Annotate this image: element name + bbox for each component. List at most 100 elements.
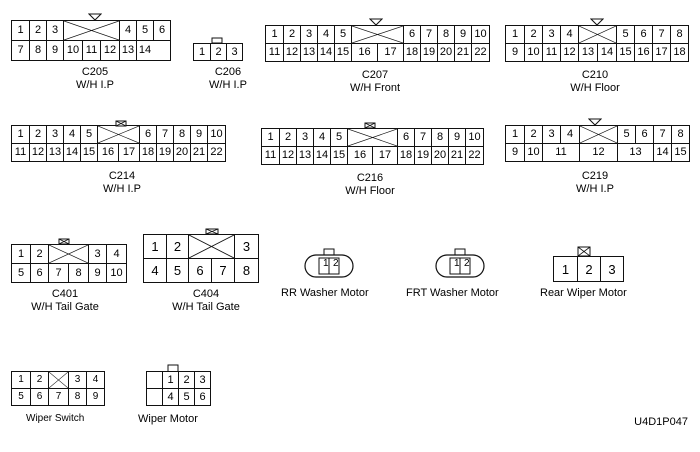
pin-17: 17 [372, 147, 397, 164]
pin-10: 10 [63, 41, 82, 60]
latch-tab [211, 37, 223, 44]
pin-20: 20 [437, 44, 454, 61]
c214-label: C214 W/H I.P [67, 170, 177, 196]
pin-14: 14 [317, 44, 334, 61]
blank-pin-cross [63, 21, 119, 40]
pin-9: 9 [86, 389, 104, 405]
pin-2: 2 [29, 126, 46, 143]
pin-3: 3 [600, 257, 623, 281]
connector-c401: 1 2 3 4 5 6 7 8 9 10 [11, 244, 127, 283]
pin-11: 11 [542, 44, 560, 61]
pin-7: 7 [17, 44, 24, 56]
pin-15: 15 [671, 144, 689, 161]
rear-wiper-motor-label: Rear Wiper Motor [540, 287, 627, 299]
connector-code: C206 [214, 66, 242, 78]
pin-9: 9 [454, 26, 471, 43]
pin-1: 1 [267, 131, 274, 143]
pin-4: 4 [560, 26, 578, 43]
rear-wiper-motor-connector: 1 2 3 [553, 256, 624, 282]
pin-17: 17 [118, 144, 139, 161]
latch-tab [167, 364, 179, 372]
pin-6: 6 [634, 26, 652, 43]
pin-2: 2 [166, 235, 188, 258]
pin-10: 10 [106, 264, 126, 282]
pin-9: 9 [448, 129, 465, 146]
pin-6: 6 [153, 21, 170, 40]
connector-c205: 1 2 3 4 5 6 7 8 9 10 11 12 13 14 [11, 20, 171, 61]
wiper-switch-label: Wiper Switch [26, 413, 85, 424]
pin-4: 4 [317, 26, 334, 43]
pin-19: 19 [420, 44, 437, 61]
pin-6: 6 [403, 26, 420, 43]
c219-label: C219 W/H I.P [540, 170, 650, 196]
connector-c214: 1 2 3 4 5 6 7 8 9 10 11 12 13 14 15 16 1… [11, 125, 226, 162]
pin-11: 11 [264, 149, 277, 161]
pin-8: 8 [437, 26, 454, 43]
pin-7: 7 [652, 26, 670, 43]
pin-5: 5 [17, 266, 25, 279]
pin-15: 15 [330, 147, 347, 164]
connector-code: C207 [361, 69, 389, 81]
harness-location: W/H Front [349, 82, 401, 94]
pin-16: 16 [634, 44, 652, 61]
pin-8: 8 [68, 389, 86, 405]
pin-11: 11 [14, 146, 27, 158]
pin-22: 22 [471, 44, 489, 61]
pin-4: 4 [119, 21, 136, 40]
latch-tab [88, 13, 102, 21]
pin-1: 1 [198, 45, 206, 58]
pin-2: 2 [333, 258, 339, 269]
pin-16: 16 [347, 147, 372, 164]
pin-16: 16 [97, 144, 118, 161]
latch-tab [369, 18, 383, 26]
pin-7: 7 [420, 26, 437, 43]
frt-washer-motor-label: FRT Washer Motor [406, 287, 499, 299]
pin-15: 15 [616, 44, 634, 61]
pin-12: 12 [560, 44, 578, 61]
pin-4: 4 [162, 389, 178, 405]
blank-pin [147, 389, 162, 405]
pin-3: 3 [46, 21, 63, 40]
c404-label: C404 W/H Tail Gate [151, 288, 261, 314]
pin-7: 7 [414, 129, 431, 146]
pin-1: 1 [561, 261, 570, 277]
pin-3: 3 [194, 372, 210, 388]
pin-7: 7 [48, 264, 68, 282]
pin-6: 6 [139, 126, 156, 143]
pin-1: 1 [511, 28, 519, 40]
pin-3: 3 [542, 26, 560, 43]
pin-1: 1 [18, 374, 24, 385]
pin-11: 11 [542, 144, 579, 161]
figure-code: U4D1P047 [634, 416, 688, 428]
pin-7: 7 [48, 389, 68, 405]
pin-15: 15 [80, 144, 97, 161]
pin-3: 3 [234, 235, 258, 258]
connector-c207: 1 2 3 4 5 6 7 8 9 10 11 12 13 14 15 16 1… [265, 25, 490, 62]
pin-3: 3 [46, 126, 63, 143]
pin-4: 4 [86, 372, 104, 388]
connector-code: C219 [581, 170, 609, 182]
pin-2: 2 [30, 372, 48, 388]
pin-20: 20 [431, 147, 448, 164]
pin-12: 12 [283, 44, 300, 61]
connector-c210: 1 2 3 4 5 6 7 8 9 10 11 12 13 14 15 16 1… [505, 25, 689, 62]
pin-8: 8 [29, 41, 46, 60]
harness-location: W/H I.P [76, 79, 114, 91]
pin-6: 6 [30, 389, 48, 405]
pin-8: 8 [431, 129, 448, 146]
pin-6: 6 [30, 264, 48, 282]
pin-21: 21 [454, 44, 471, 61]
harness-location: W/H Tail Gate [31, 301, 99, 313]
pin-3: 3 [542, 126, 560, 143]
wiper-motor-connector: 1 2 3 4 5 6 [146, 371, 211, 406]
pin-17: 17 [377, 44, 403, 61]
pin-1: 1 [511, 128, 519, 140]
blank-pin-cross [97, 126, 139, 143]
latch-tab [205, 228, 219, 235]
c207-label: C207 W/H Front [320, 69, 430, 95]
pin-4: 4 [560, 126, 579, 143]
pin-4: 4 [106, 245, 126, 263]
pin-18: 18 [670, 44, 688, 61]
harness-location: W/H I.P [209, 79, 247, 91]
blank-pin-cross [579, 126, 617, 143]
